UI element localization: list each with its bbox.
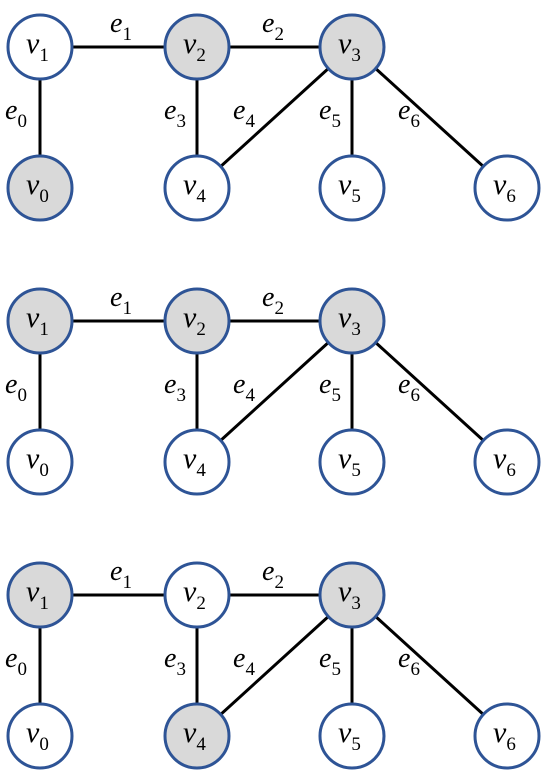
graph-panel-3: e0 e1 e2 e3 e4 e5 e6 v0 v1 v2 v3 v4 v5 v6 [5,556,541,770]
edge-label-e6: e6 [398,369,420,406]
node-label-v2: v2 [183,301,206,340]
edge-label-e1: e1 [110,556,132,593]
node-label-v1: v1 [26,301,49,340]
node-label-v6: v6 [493,442,516,481]
edge-label-e5: e5 [319,369,341,406]
edge-e6 [350,593,509,738]
node-v4 [163,428,231,496]
edge-label-e0: e0 [5,95,27,132]
node-v1 [6,13,74,81]
node-label-v1: v1 [26,575,49,614]
edge-label-e0: e0 [5,643,27,680]
graph-panel-2: e0 e1 e2 e3 e4 e5 e6 v0 v1 v2 v3 v4 v5 v6 [5,282,541,496]
node-v2-selected [163,13,231,81]
node-label-v3: v3 [338,301,361,340]
node-label-v0: v0 [26,168,49,207]
node-v6 [473,154,541,222]
node-v1-selected [6,287,74,355]
node-v3-selected [318,287,386,355]
node-v5 [318,154,386,222]
edge-label-e2: e2 [262,556,284,593]
edge-label-e3: e3 [164,369,186,406]
edge-label-e4: e4 [233,95,255,132]
node-label-v6: v6 [493,168,516,207]
node-v4-selected [163,702,231,770]
edge-label-e6: e6 [398,643,420,680]
edge-label-e2: e2 [262,282,284,319]
node-label-v4: v4 [183,716,206,755]
node-v2-selected [163,287,231,355]
edge-label-e2: e2 [262,8,284,45]
edge-label-e4: e4 [233,369,255,406]
node-v4 [163,154,231,222]
node-label-v0: v0 [26,442,49,481]
node-v3-selected [318,13,386,81]
node-label-v3: v3 [338,27,361,66]
node-v3-selected [318,561,386,629]
edge-label-e5: e5 [319,643,341,680]
node-label-v4: v4 [183,442,206,481]
node-v0-selected [6,154,74,222]
node-label-v3: v3 [338,575,361,614]
edge-label-e6: e6 [398,95,420,132]
edge-e4 [195,45,354,190]
node-v0 [6,702,74,770]
node-label-v0: v0 [26,716,49,755]
edge-e6 [350,319,509,464]
edge-e4 [195,593,354,738]
edge-label-e1: e1 [110,8,132,45]
node-v2 [163,561,231,629]
node-v1-selected [6,561,74,629]
node-label-v4: v4 [183,168,206,207]
node-label-v1: v1 [26,27,49,66]
node-v6 [473,428,541,496]
node-v5 [318,702,386,770]
node-v6 [473,702,541,770]
node-label-v5: v5 [338,716,361,755]
graph-panel-1: e0 e1 e2 e3 e4 e5 e6 v0 v1 v2 v3 v4 v5 v6 [5,8,541,222]
node-label-v2: v2 [183,575,206,614]
node-label-v6: v6 [493,716,516,755]
node-label-v5: v5 [338,442,361,481]
edge-label-e5: e5 [319,95,341,132]
edge-label-e4: e4 [233,643,255,680]
edge-e4 [195,319,354,464]
edge-e6 [350,45,509,190]
edge-label-e3: e3 [164,643,186,680]
edge-label-e3: e3 [164,95,186,132]
edge-label-e0: e0 [5,369,27,406]
edge-label-e1: e1 [110,282,132,319]
node-label-v2: v2 [183,27,206,66]
node-v0 [6,428,74,496]
node-label-v5: v5 [338,168,361,207]
node-v5 [318,428,386,496]
